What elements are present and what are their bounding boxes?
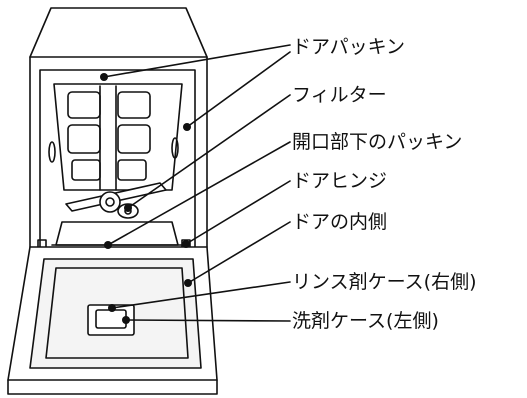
label-door-gasket: ドアパッキン <box>292 36 406 58</box>
dot-detergent <box>122 316 130 324</box>
dot-filter <box>124 204 132 212</box>
dot-rinse-aid <box>108 304 116 312</box>
spray-arm-hub <box>99 191 121 213</box>
dot-door-inner <box>184 279 192 287</box>
back-panel-tr <box>117 91 151 119</box>
tub-floor <box>55 221 179 246</box>
center-pipe <box>99 85 117 191</box>
leader-door-gasket <box>103 44 291 78</box>
door-inner-recess <box>45 267 189 359</box>
left-side-oval <box>48 141 56 163</box>
leader-door-inner <box>187 221 291 284</box>
label-detergent-case: 洗剤ケース(左側) <box>292 310 439 332</box>
leader-rinse-aid <box>111 281 291 309</box>
leader-door-gasket-2 <box>186 51 291 128</box>
spray-arm-hub-inner <box>105 197 115 207</box>
tub-inner <box>39 69 196 248</box>
label-opening-lower-gasket: 開口部下のパッキン <box>292 131 463 153</box>
leader-filter <box>127 94 291 209</box>
back-panel-br <box>117 159 147 181</box>
leader-lower-gasket <box>107 141 291 246</box>
leader-detergent <box>125 319 291 322</box>
cabinet-top <box>29 7 208 58</box>
door-front-edge <box>7 379 218 395</box>
label-door-hinge: ドアヒンジ <box>292 170 388 192</box>
dot-hinge <box>182 240 190 248</box>
right-side-oval <box>171 137 179 159</box>
dot-door-gasket <box>100 73 108 81</box>
back-panel-mr <box>117 124 151 154</box>
dot-door-gasket-2 <box>183 123 191 131</box>
dot-lower-gasket <box>104 241 112 249</box>
label-filter: フィルター <box>292 84 387 106</box>
label-door-inner-side: ドアの内側 <box>292 211 388 233</box>
leader-hinge <box>185 180 291 245</box>
label-rinse-aid-case: リンス剤ケース(右側) <box>292 271 477 293</box>
